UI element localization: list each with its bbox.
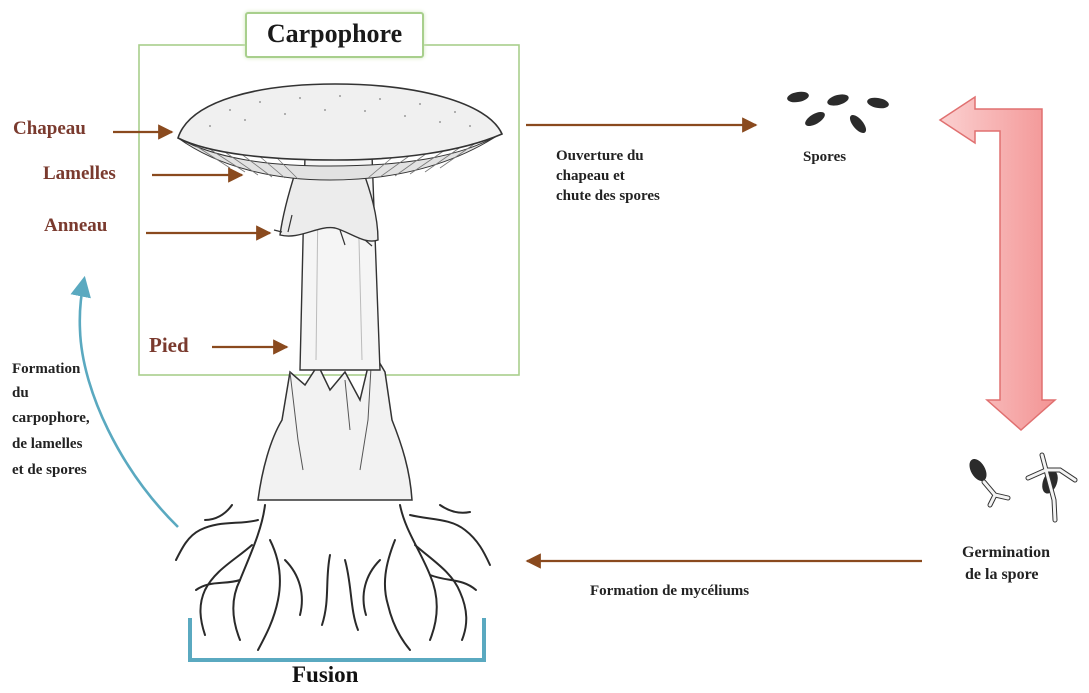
text-formation-line-2: du — [12, 383, 29, 403]
label-pied: Pied — [149, 333, 189, 358]
text-ouverture-line-3: chute des spores — [556, 186, 660, 206]
text-germination-line-2: de la spore — [965, 565, 1038, 585]
label-lamelles: Lamelles — [43, 163, 116, 185]
text-formation-line-5: et de spores — [12, 460, 87, 480]
text-formation-line-3: carpophore, — [12, 408, 90, 428]
label-chapeau: Chapeau — [13, 118, 86, 140]
text-spores: Spores — [803, 147, 846, 167]
carpophore-title: Carpophore — [245, 12, 424, 58]
formation-curve-arrow — [80, 280, 178, 527]
text-formation-line-1: Formation — [12, 359, 80, 379]
text-ouverture-line-2: chapeau et — [556, 166, 625, 186]
text-mycelium: Formation de mycéliums — [590, 581, 749, 601]
germinating-spores-illustration — [966, 455, 1075, 520]
text-formation-line-4: de lamelles — [12, 434, 82, 454]
label-anneau: Anneau — [44, 215, 107, 237]
cycle-arrow — [940, 97, 1055, 430]
text-germination-line-1: Germination — [962, 543, 1050, 563]
mushroom-illustration — [176, 84, 502, 650]
text-fusion: Fusion — [292, 662, 358, 688]
text-ouverture-line-1: Ouverture du — [556, 146, 644, 166]
spores-illustration — [786, 90, 889, 135]
